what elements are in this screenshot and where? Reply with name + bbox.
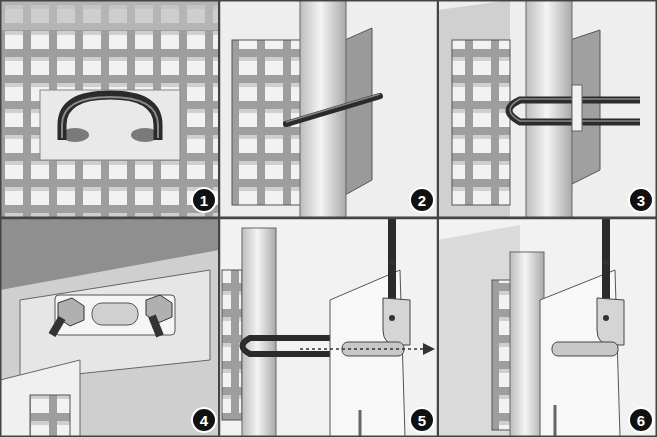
callout-number: 2 [409,187,435,213]
panel-two [219,0,438,218]
callout-number: 3 [628,187,654,213]
panel-six [438,218,657,437]
callout-number: 6 [628,407,654,433]
panel-five [219,218,438,437]
panel-three [438,0,657,218]
callout-number: 1 [191,187,217,213]
panel-four [0,218,219,437]
callout-number: 4 [191,407,217,433]
callout-number: 5 [409,407,435,433]
panel-one [0,0,219,218]
